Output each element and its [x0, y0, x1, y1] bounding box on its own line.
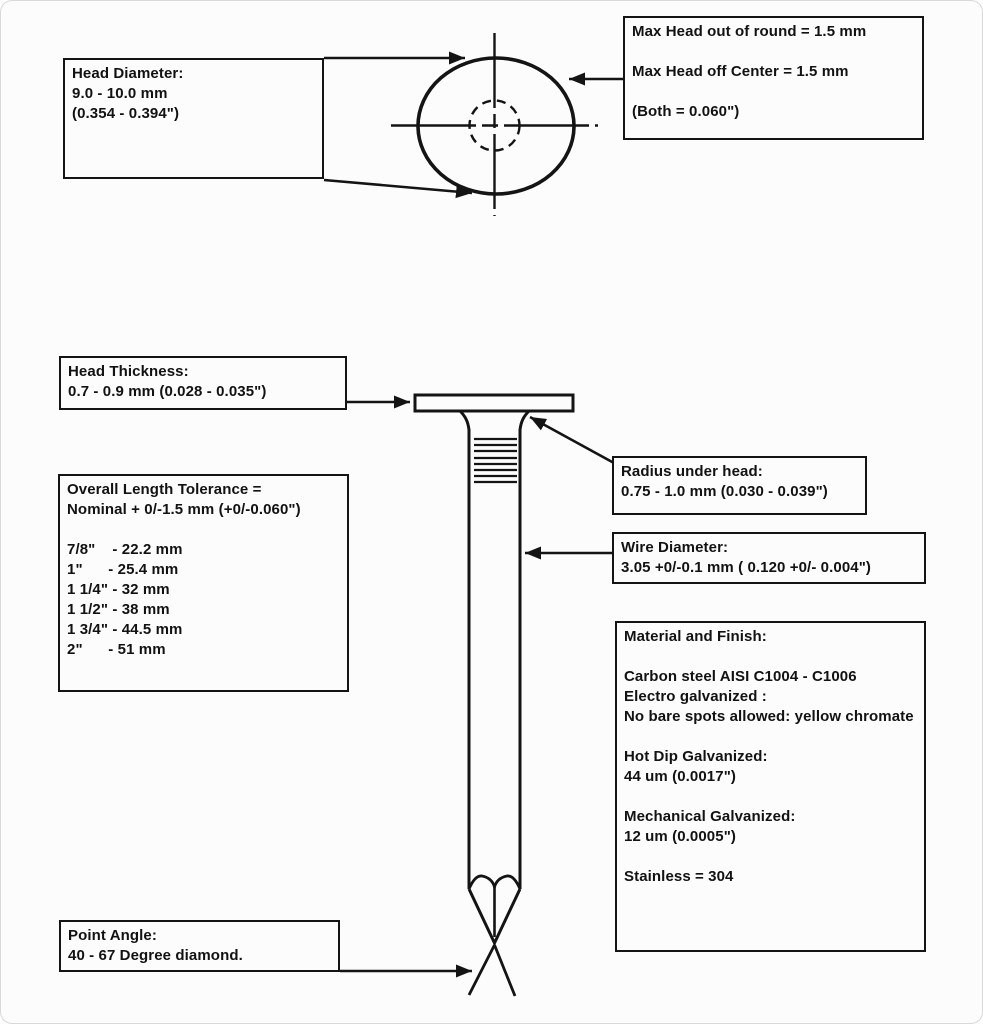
callout-text-line: Material and Finish: [624, 628, 767, 645]
callout-text-line: 3.05 +0/-0.1 mm ( 0.120 +0/- 0.004") [621, 559, 872, 576]
head-top-view-circle [416, 56, 576, 196]
callout-text-line: 12 um (0.0005") [624, 828, 737, 845]
callout-point-angle: Point Angle: 40 - 67 Degree diamond. [59, 920, 340, 972]
callout-text-line: 2" - 51 mm [67, 641, 166, 658]
callout-text-line: 7/8" - 22.2 mm [67, 541, 183, 558]
callout-text-line: 1 1/2" - 38 mm [67, 601, 170, 618]
callout-text-line: 44 um (0.0017") [624, 768, 737, 785]
nail-head-side-view [413, 393, 575, 413]
callout-text-line: Nominal + 0/-1.5 mm (+0/-0.060") [67, 501, 301, 518]
callout-text-line: Head Diameter: [72, 65, 184, 82]
wire-circle-dashed [468, 99, 521, 152]
callout-text-line: 0.7 - 0.9 mm (0.028 - 0.035") [68, 383, 267, 400]
callout-text-line: 1 1/4" - 32 mm [67, 581, 170, 598]
point-outline [467, 888, 522, 947]
callout-text-line: Max Head off Center = 1.5 mm [632, 63, 849, 80]
fillet-under-head-right [518, 409, 531, 431]
callout-wire-diameter: Wire Diameter: 3.05 +0/-0.1 mm ( 0.120 +… [612, 532, 926, 584]
fillet-under-head-left [458, 409, 471, 431]
callout-max-head-tolerance: Max Head out of round = 1.5 mm Max Head … [623, 16, 924, 140]
callout-text-line: Overall Length Tolerance = [67, 481, 262, 498]
callout-text-line: No bare spots allowed: yellow chromate [624, 708, 914, 725]
callout-text-line: 0.75 - 1.0 mm (0.030 - 0.039") [621, 483, 828, 500]
callout-text-line [624, 847, 917, 867]
callout-text-line [624, 727, 917, 747]
callout-text-line: Electro galvanized : [624, 688, 767, 705]
callout-text-line: Head Thickness: [68, 363, 189, 380]
callout-text-line: (0.354 - 0.394") [72, 105, 180, 122]
callout-text-line: Max Head out of round = 1.5 mm [632, 23, 867, 40]
callout-text-line: Radius under head: [621, 463, 763, 480]
callout-radius-under-head: Radius under head: 0.75 - 1.0 mm (0.030 … [612, 456, 867, 515]
callout-text-line: Stainless = 304 [624, 868, 734, 885]
callout-head-thickness: Head Thickness: 0.7 - 0.9 mm (0.028 - 0.… [59, 356, 347, 410]
callout-text-line [632, 82, 915, 102]
callout-text-line: Wire Diameter: [621, 539, 729, 556]
callout-text-line: (Both = 0.060") [632, 103, 740, 120]
callout-text-line: 9.0 - 10.0 mm [72, 85, 168, 102]
leader-arrow-radius-under-head [529, 415, 615, 465]
grip-rings [474, 437, 517, 484]
callout-text-line [632, 42, 915, 62]
point-angle-extension-left [467, 944, 496, 996]
callout-text-line: Hot Dip Galvanized: [624, 748, 768, 765]
callout-material-and-finish: Material and Finish: Carbon steel AISI C… [615, 621, 926, 952]
callout-text-line: 1" - 25.4 mm [67, 561, 179, 578]
callout-text-line: Carbon steel AISI C1004 - C1006 [624, 668, 857, 685]
callout-text-line: Mechanical Galvanized: [624, 808, 796, 825]
leader-arrow-head-diameter-bottom [323, 178, 473, 199]
callout-text-line [67, 520, 340, 540]
callout-text-line: 1 3/4" - 44.5 mm [67, 621, 183, 638]
callout-text-line [624, 787, 917, 807]
callout-head-diameter: Head Diameter: 9.0 - 10.0 mm (0.354 - 0.… [63, 58, 324, 179]
callout-text-line [624, 647, 917, 667]
point-angle-extension-right [493, 944, 517, 997]
callout-text-line: Point Angle: [68, 927, 157, 944]
callout-overall-length-tolerance: Overall Length Tolerance = Nominal + 0/-… [58, 474, 349, 692]
callout-text-line: 40 - 67 Degree diamond. [68, 947, 243, 964]
